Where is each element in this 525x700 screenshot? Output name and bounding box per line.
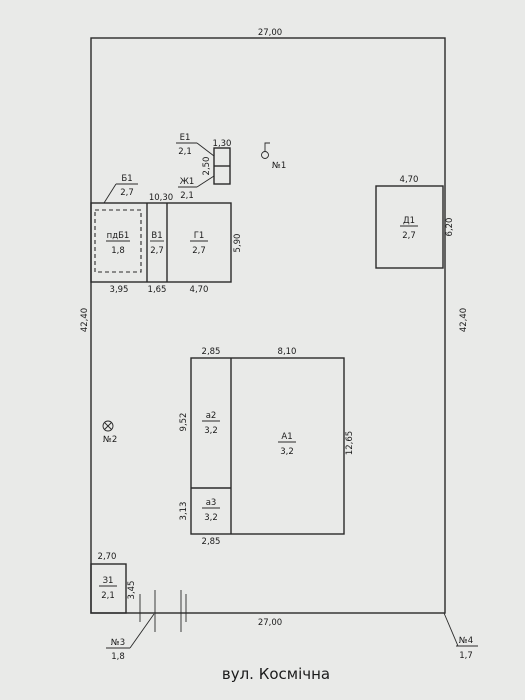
z1-width: 2,70 bbox=[98, 552, 117, 562]
d1-width: 4,70 bbox=[400, 175, 419, 185]
marker-1: №1 bbox=[261, 142, 286, 171]
a1-width: 8,10 bbox=[278, 347, 297, 357]
marker-3: №3 1,8 bbox=[106, 613, 155, 662]
a2-width: 2,85 bbox=[202, 347, 221, 357]
z1-name: З1 bbox=[103, 576, 114, 586]
outbuilding-outline bbox=[90, 202, 232, 283]
main-house: 2,85 8,10 2,85 12,65 9,52 3,13 а2 3,2 а3… bbox=[179, 347, 355, 547]
marker-3-label: №3 bbox=[111, 638, 125, 648]
plot-right-depth: 42,40 bbox=[459, 308, 469, 332]
pdb1-name: пдБ1 bbox=[107, 231, 130, 241]
e1-depth: 2,50 bbox=[202, 157, 212, 176]
building-z1: 2,70 3,45 З1 2,1 bbox=[90, 552, 137, 614]
v1-value: 2,7 bbox=[150, 246, 164, 256]
plot-boundary bbox=[90, 37, 446, 614]
a3-width: 2,85 bbox=[202, 537, 221, 547]
g1-value: 2,7 bbox=[192, 246, 206, 256]
hatch-icon bbox=[102, 420, 114, 432]
marker-3-leader bbox=[129, 613, 155, 649]
gate-marks bbox=[139, 590, 187, 632]
a2-value: 3,2 bbox=[204, 426, 218, 436]
building-group-b1-v1-g1: Б1 2,7 пдБ1 1,8 В1 2,7 Г1 2,7 10,30 3,95… bbox=[90, 174, 243, 295]
z1-value: 2,1 bbox=[101, 591, 115, 601]
g1-width: 4,70 bbox=[190, 285, 209, 295]
d1-outline bbox=[375, 185, 444, 269]
plot-bottom-width: 27,00 bbox=[258, 618, 282, 628]
zh1-name: Ж1 bbox=[180, 177, 195, 187]
g1-depth: 5,90 bbox=[233, 234, 243, 253]
b1-value: 2,7 bbox=[120, 188, 134, 198]
plot-left-depth: 42,40 bbox=[80, 308, 90, 332]
v1-name: В1 bbox=[151, 231, 162, 241]
zh1-leader bbox=[196, 175, 215, 188]
marker-2-label: №2 bbox=[103, 435, 117, 445]
z1-depth: 3,45 bbox=[127, 581, 137, 600]
b1-name: Б1 bbox=[121, 174, 132, 184]
marker-1-label: №1 bbox=[272, 161, 286, 171]
street-name: вул. Космічна bbox=[222, 665, 330, 683]
a3-value: 3,2 bbox=[204, 513, 218, 523]
bvg-total-width: 10,30 bbox=[149, 193, 173, 203]
zh1-value: 2,1 bbox=[180, 191, 194, 201]
g1-name: Г1 bbox=[194, 231, 205, 241]
b1-leader bbox=[103, 183, 117, 204]
a2-name: а2 bbox=[206, 411, 217, 421]
a3-depth: 3,13 bbox=[179, 502, 189, 521]
a1-value: 3,2 bbox=[280, 447, 294, 457]
a1-outline bbox=[190, 357, 345, 535]
e1-name: Е1 bbox=[180, 133, 191, 143]
v1-width: 1,65 bbox=[148, 285, 167, 295]
marker-2: №2 bbox=[102, 420, 117, 445]
pdb1-value: 1,8 bbox=[111, 246, 125, 256]
a3-name: а3 bbox=[206, 498, 217, 508]
plot-top-width: 27,00 bbox=[258, 28, 282, 38]
marker-4-leader bbox=[443, 612, 459, 647]
b1-width: 3,95 bbox=[110, 285, 129, 295]
e1-value: 2,1 bbox=[178, 147, 192, 157]
d1-value: 2,7 bbox=[402, 231, 416, 241]
a2-depth: 9,52 bbox=[179, 413, 189, 432]
a1-depth: 12,65 bbox=[345, 431, 355, 455]
building-d1: 4,70 6,20 Д1 2,7 bbox=[375, 175, 455, 269]
d1-name: Д1 bbox=[403, 216, 415, 226]
basement-pdb1-outline bbox=[94, 209, 142, 273]
marker-3-value: 1,8 bbox=[111, 652, 125, 662]
z1-outline bbox=[90, 563, 127, 614]
marker-4: №4 1,7 bbox=[443, 612, 478, 661]
marker-4-value: 1,7 bbox=[459, 651, 473, 661]
e1-width: 1,30 bbox=[213, 139, 232, 149]
marker-4-label: №4 bbox=[459, 636, 473, 646]
a1-name: А1 bbox=[281, 432, 292, 442]
d1-depth: 6,20 bbox=[445, 218, 455, 237]
building-e1-zh1: 1,30 2,50 Е1 2,1 Ж1 2,1 bbox=[176, 133, 231, 201]
e1-leader bbox=[196, 142, 215, 157]
